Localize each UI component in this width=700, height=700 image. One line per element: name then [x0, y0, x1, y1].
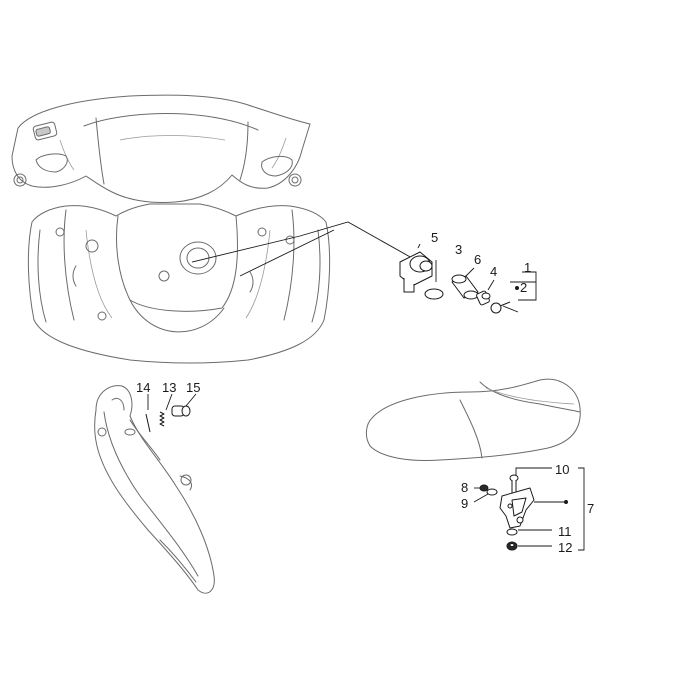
part-15-latch [171, 405, 191, 417]
part-14-pin [145, 413, 151, 433]
callout-1: 1 [524, 260, 531, 275]
seat-outline [365, 378, 581, 461]
callout-9: 9 [461, 496, 468, 511]
part-5-lock-body [399, 251, 433, 293]
part-bracket [499, 487, 535, 529]
lock-assembly [399, 243, 537, 314]
callout-15: 15 [186, 380, 200, 395]
callout-4: 4 [490, 264, 497, 279]
part-13-spring [159, 411, 165, 427]
part-8-nut [479, 484, 489, 492]
side-panel [94, 385, 215, 594]
callout-6: 6 [474, 252, 481, 267]
callout-12: 12 [558, 540, 572, 555]
part-3-ring [424, 288, 444, 300]
callout-10: 10 [555, 462, 569, 477]
part-9-washer [486, 488, 498, 496]
callout-8: 8 [461, 480, 468, 495]
part-6-cylinder [451, 274, 479, 300]
front-shield-outline [11, 94, 413, 364]
callout-5: 5 [431, 230, 438, 245]
callout-3: 3 [455, 242, 462, 257]
part-4-bushing [476, 290, 491, 306]
callout-labels: 1 2 3 4 5 6 7 8 9 10 11 12 13 14 15 [136, 230, 594, 555]
callout-11: 11 [558, 524, 572, 539]
part-12-nut [506, 541, 518, 551]
seat-latch-assembly [473, 467, 585, 551]
callout-2: 2 [520, 280, 527, 295]
part-11-washer [506, 528, 518, 536]
callout-7: 7 [587, 501, 594, 516]
callout-14: 14 [136, 380, 150, 395]
callout-13: 13 [162, 380, 176, 395]
part-2-screw [490, 301, 519, 314]
dot-1 [515, 286, 519, 290]
